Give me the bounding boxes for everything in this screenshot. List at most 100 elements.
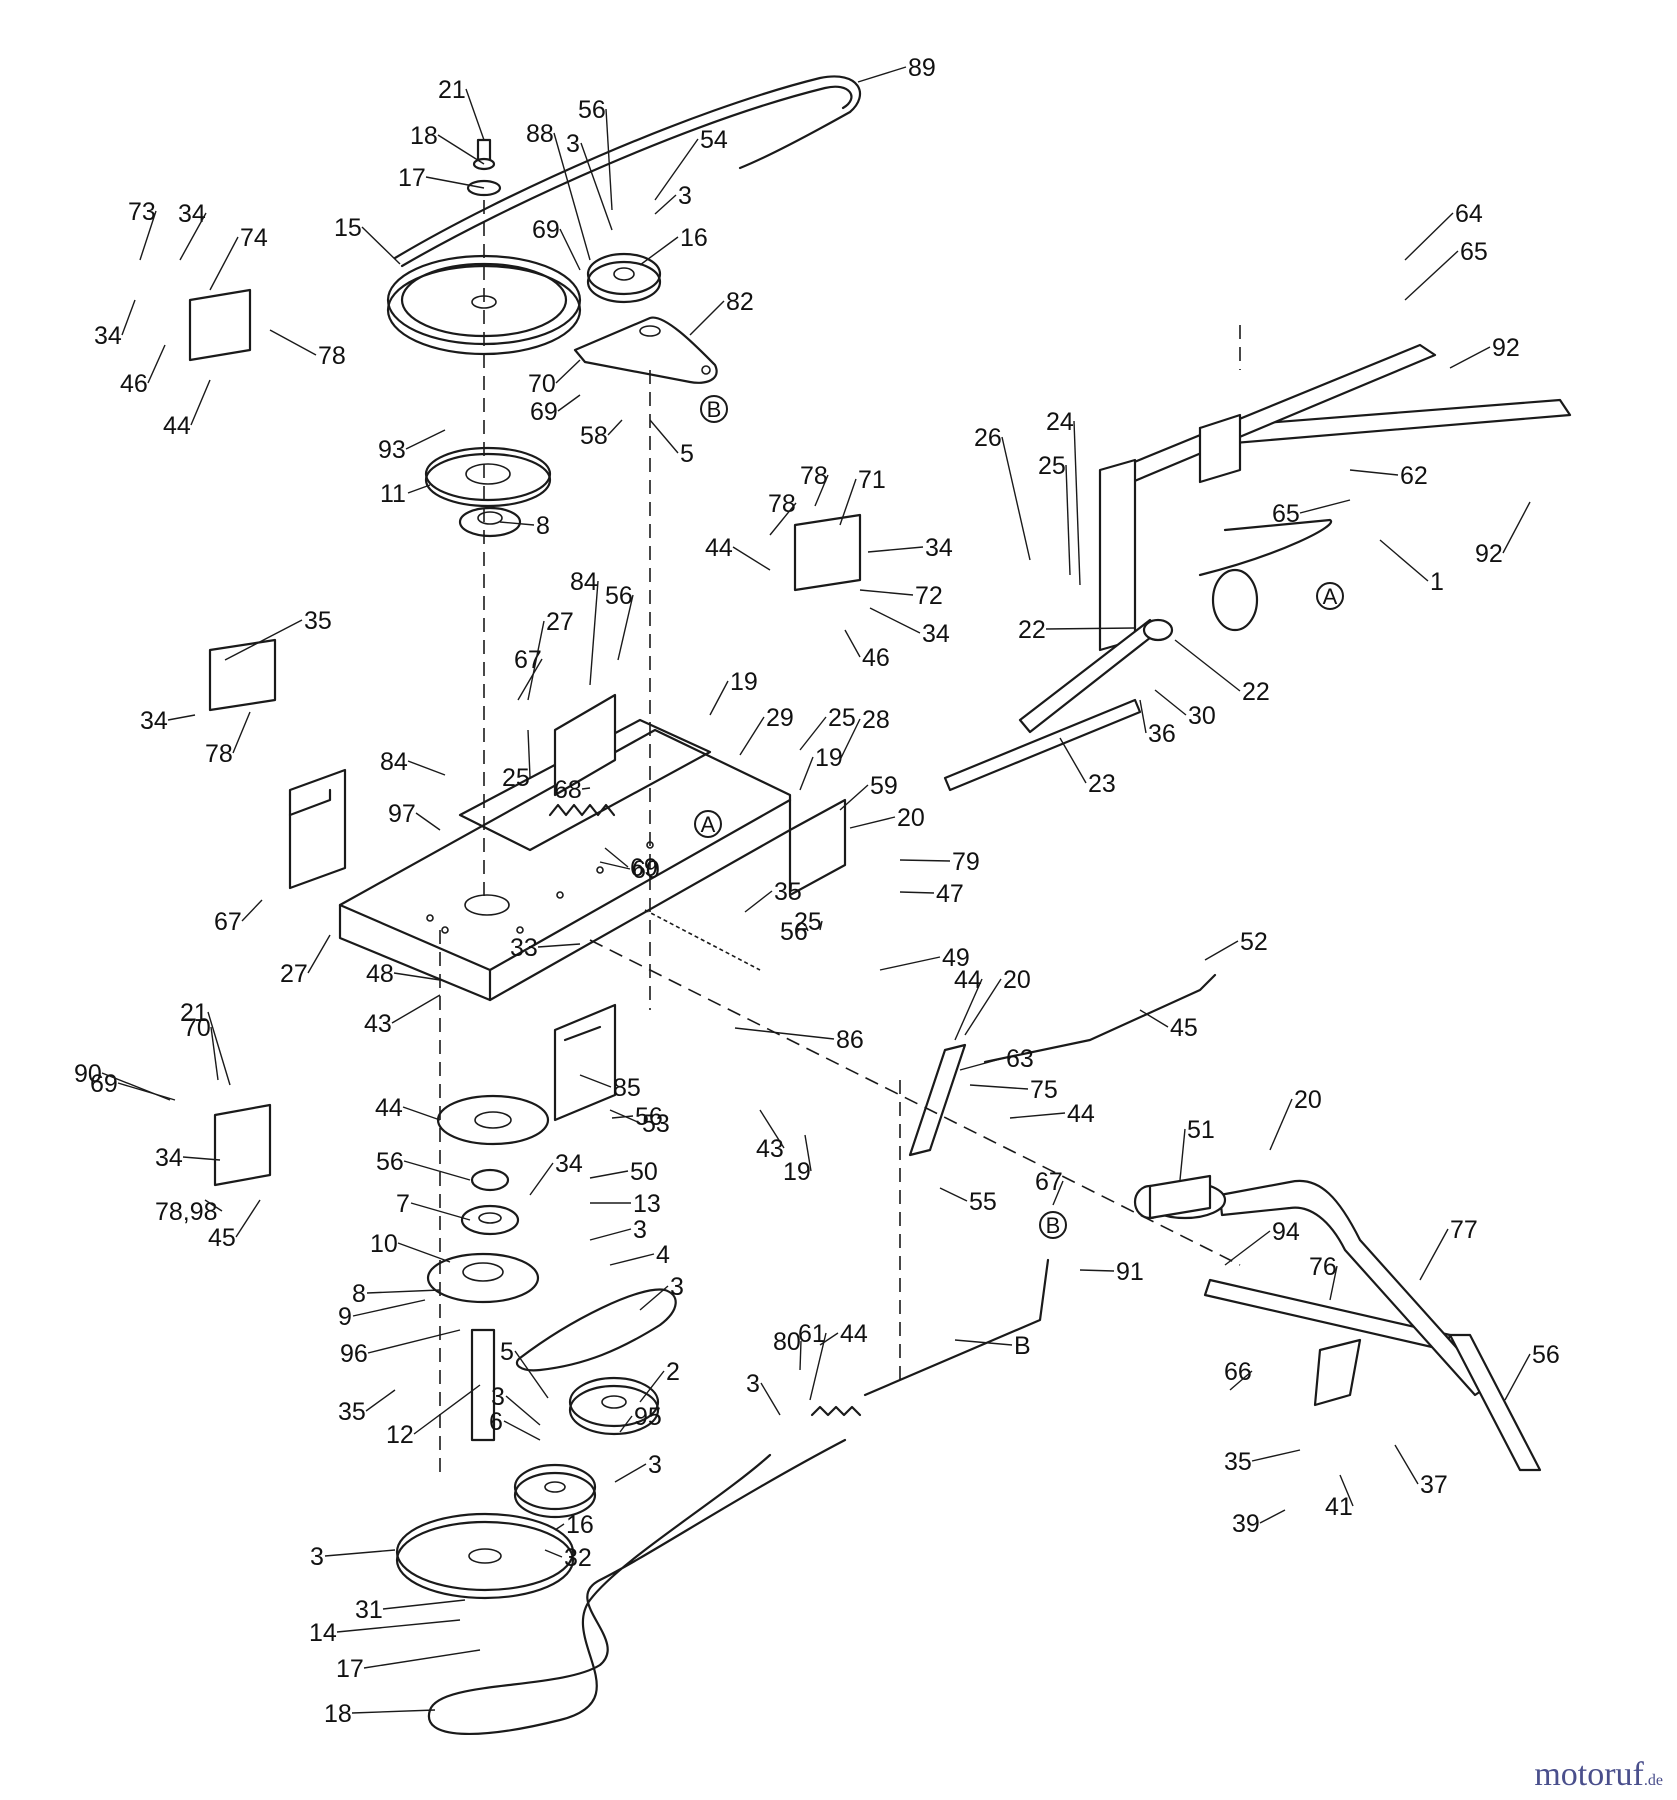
callout-29: 29 [766,704,794,732]
callout-59: 59 [870,772,898,800]
leader-line [769,502,797,536]
side-brackets [188,288,862,1187]
callout-78: 78 [205,740,233,768]
callout-10: 10 [370,1230,398,1258]
leader-line [382,1599,466,1610]
reference-tag-B-2: B [1039,1211,1067,1239]
lift-frame-1 [1098,343,1572,652]
callout-32: 32 [564,1544,592,1572]
callout-5: 5 [680,440,694,468]
leader-line [1154,689,1187,716]
leader-line [393,972,441,981]
leader-line [147,344,166,384]
leader-line [527,729,531,778]
leader-line [1052,1180,1064,1206]
leader-line [1394,1444,1419,1485]
callout-69: 69 [530,398,558,426]
reference-tag-A-2: A [694,810,722,838]
callout-35: 35 [1224,1448,1252,1476]
callout-77: 77 [1450,1216,1478,1244]
leader-line [1174,639,1241,692]
leader-line [614,1463,647,1483]
leader-line [839,718,861,761]
callout-45: 45 [208,1224,236,1252]
callout-49: 49 [942,944,970,972]
callout-13: 13 [633,1190,661,1218]
leader-line [899,891,935,894]
callout-86: 86 [836,1026,864,1054]
leader-line [809,1332,827,1401]
callout-26: 26 [974,424,1002,452]
callout-34: 34 [555,1150,583,1178]
leader-line [210,1026,219,1081]
callout-34: 34 [922,620,950,648]
leader-line [579,1074,612,1088]
callout-96: 96 [340,1340,368,1368]
callout-23: 23 [1088,770,1116,798]
callout-41: 41 [1325,1493,1353,1521]
leader-line [605,108,613,211]
callout-12: 12 [386,1421,414,1449]
callout-25: 25 [794,908,822,936]
callout-31: 31 [355,1596,383,1624]
callout-43: 43 [756,1135,784,1163]
callout-67: 67 [214,908,242,936]
leader-line [839,784,869,811]
callout-39: 39 [1232,1510,1260,1538]
callout-65: 65 [1460,238,1488,266]
callout-34: 34 [155,1144,183,1172]
leader-line [1224,1230,1271,1266]
leader-line [954,1339,1013,1346]
callout-5: 5 [500,1338,514,1366]
callout-21: 21 [180,999,208,1027]
leader-line [410,1202,471,1221]
frame-plate-43-left [288,768,347,890]
lift-rod-63 [983,973,1217,1064]
leader-line [654,138,699,201]
leader-line [689,300,725,336]
leader-line [1229,1370,1253,1391]
callout-28: 28 [862,706,890,734]
callout-94: 94 [1272,1218,1300,1246]
lower-pulley-stack [395,1094,575,1600]
callout-88: 88 [526,120,554,148]
leader-line [734,1027,835,1040]
assembly-lines [439,200,1241,1480]
callout-25: 25 [1038,452,1066,480]
callout-73: 73 [128,198,156,226]
callout-90: 90 [74,1060,102,1088]
callout-75: 75 [1030,1076,1058,1104]
leader-line [1251,1449,1301,1462]
leader-line [559,228,581,271]
leader-line [581,787,591,790]
callout-74: 74 [240,224,268,252]
callout-70: 70 [183,1014,211,1042]
callout-60: 60 [632,856,660,884]
leader-line [759,1109,785,1149]
leader-line [1349,469,1399,476]
callout-36: 36 [1148,720,1176,748]
leader-line [204,1199,223,1212]
idler-arm-82 [573,316,718,384]
leader-line [589,1228,632,1241]
leader-line [732,546,771,571]
callout-72: 72 [915,582,943,610]
callout-33: 33 [510,934,538,962]
leader-line [1009,1112,1066,1119]
callout-17: 17 [398,164,426,192]
leader-line [402,1106,441,1121]
leader-line [465,88,485,141]
belt-upper [393,75,861,268]
watermark-suffix: .de [1643,1772,1663,1789]
leader-line [804,923,809,932]
callout-34: 34 [140,707,168,735]
callout-9: 9 [338,1303,352,1331]
callout-7: 7 [396,1190,410,1218]
callout-27: 27 [546,608,574,636]
link-plate-86 [908,1043,967,1157]
callout-91: 91 [1116,1258,1144,1286]
leader-line [324,1549,396,1557]
leader-line [365,1389,396,1412]
leader-line [589,1170,629,1179]
callout-20: 20 [1003,966,1031,994]
